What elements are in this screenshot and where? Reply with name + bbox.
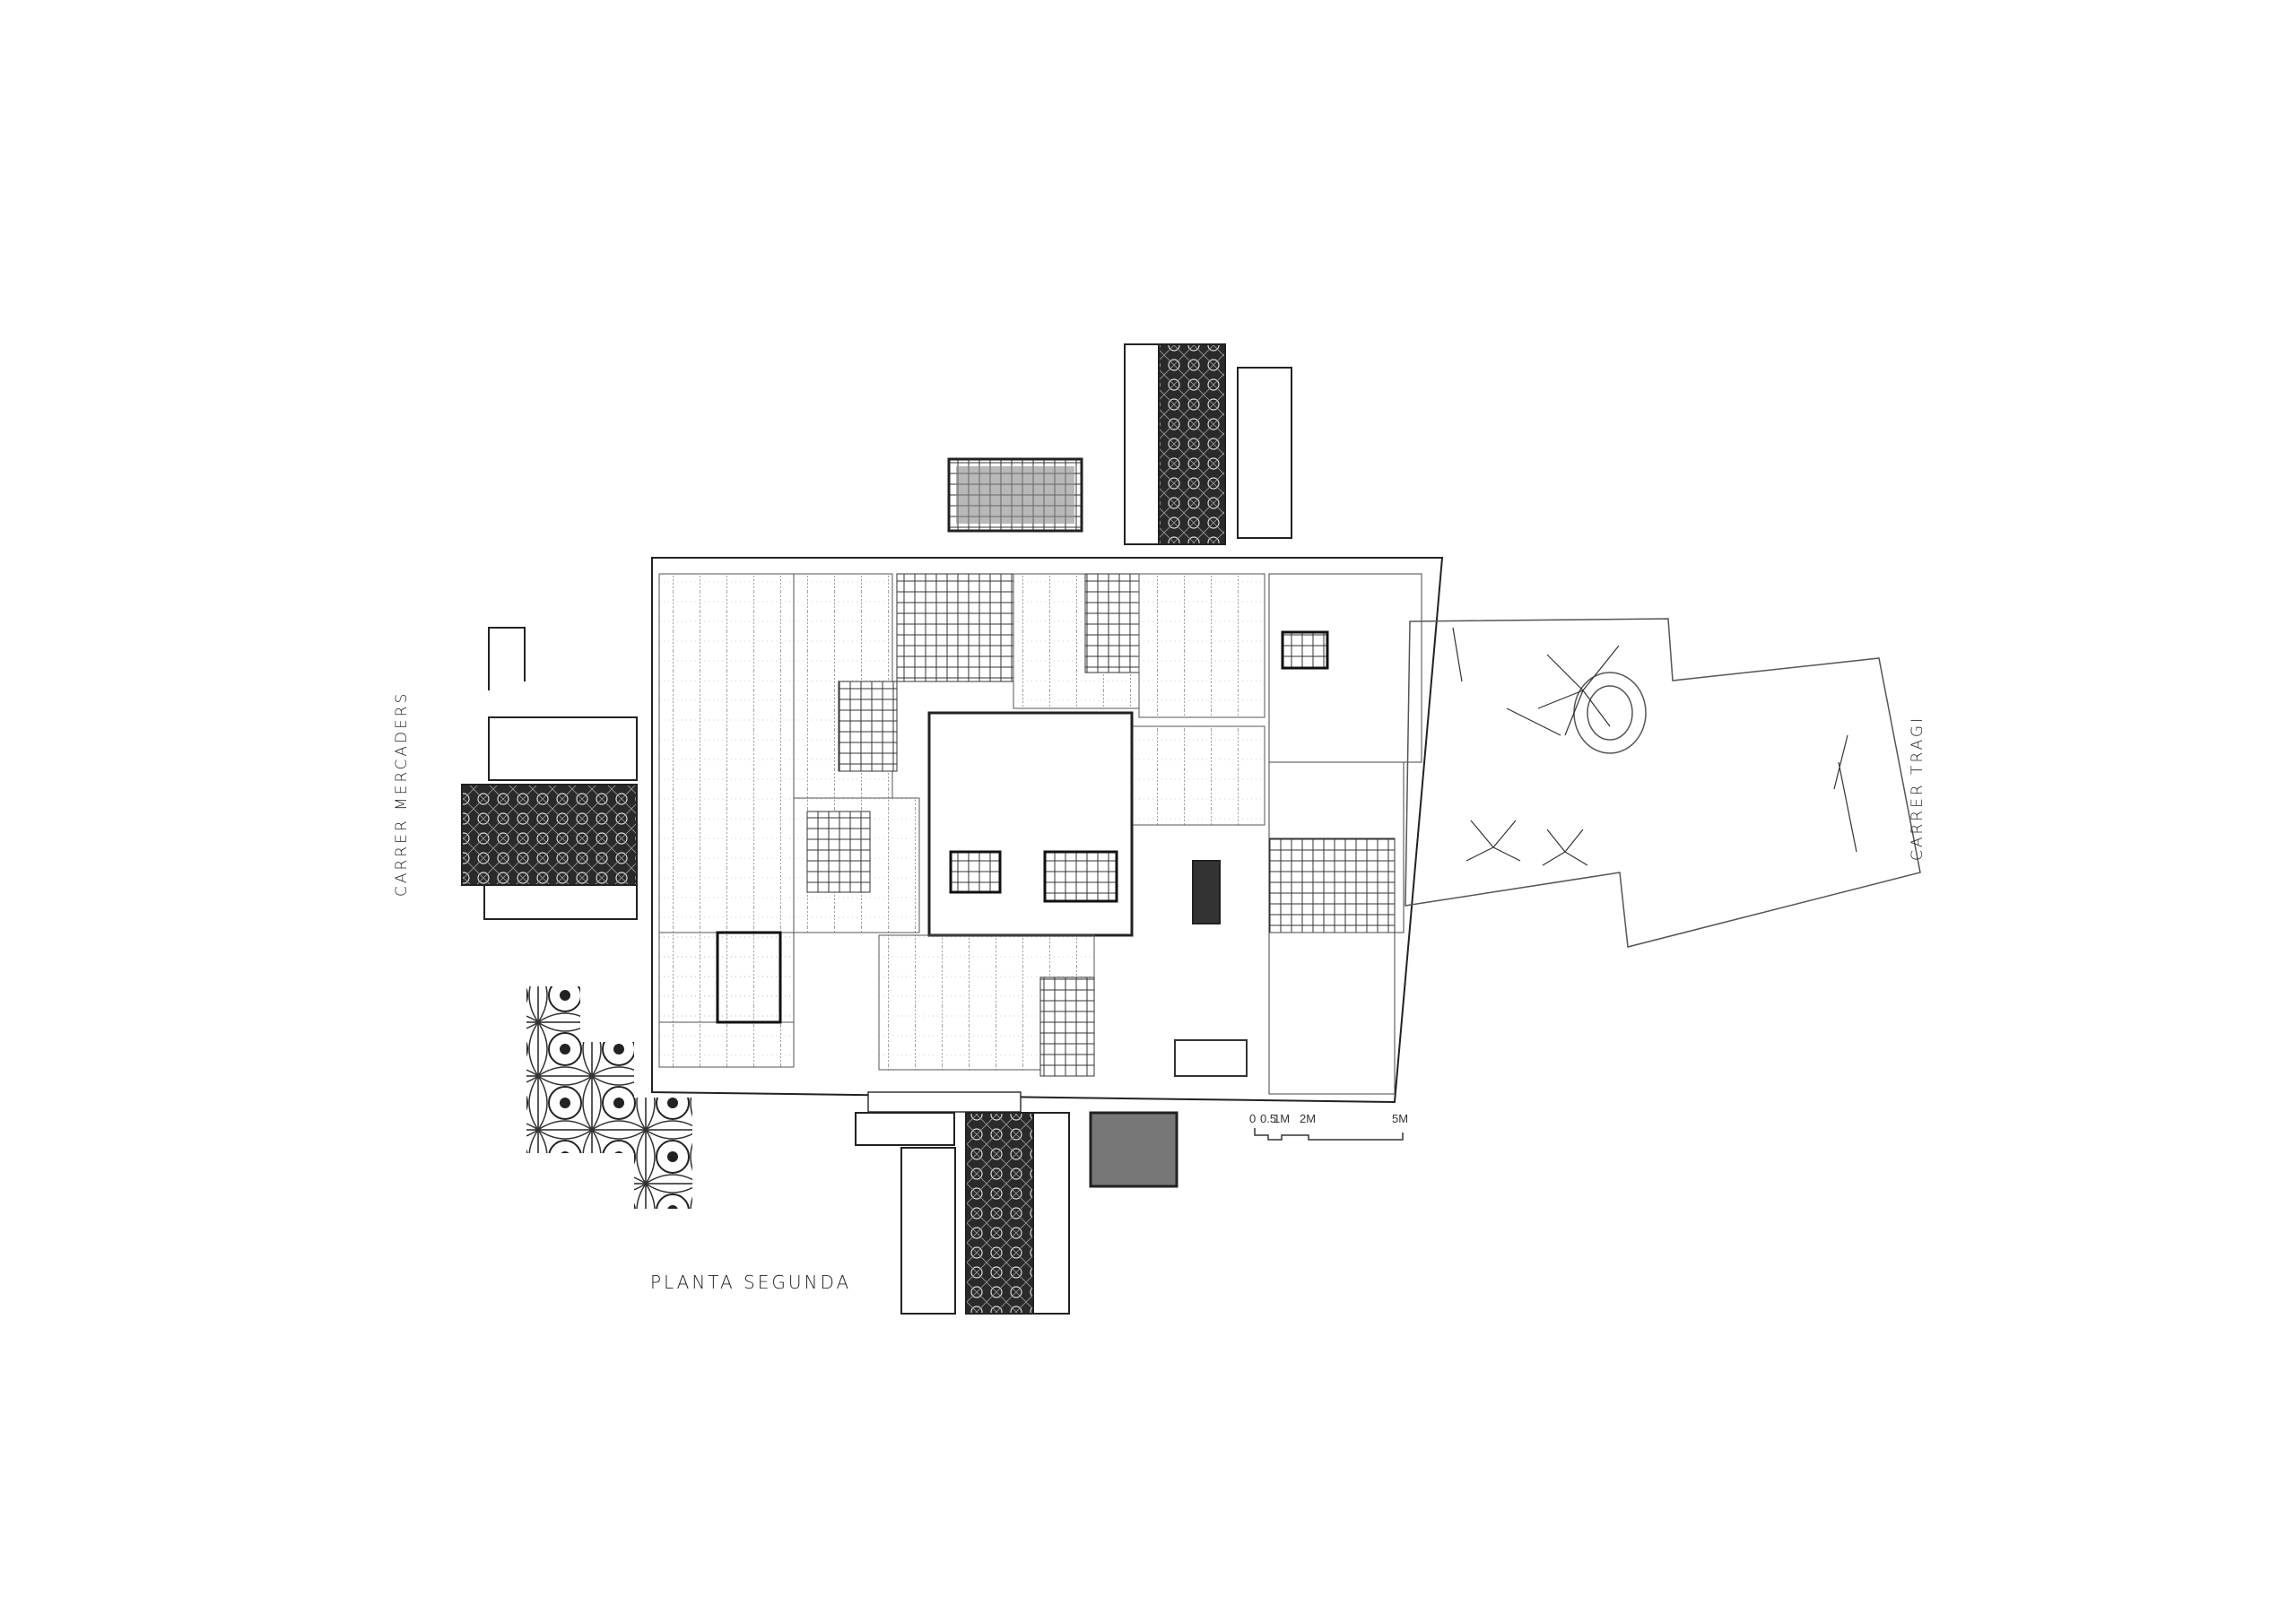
street-label-left: CARRER MERCADERS: [393, 690, 411, 897]
kitchen-counter: [483, 884, 638, 920]
pergola: [1268, 838, 1396, 933]
tile-sample: [526, 1042, 634, 1153]
room: [1268, 932, 1396, 1095]
bathroom: [838, 681, 898, 772]
tree-icons: [1452, 627, 1857, 866]
fountain-inner: [1587, 685, 1633, 741]
bath-detail: [900, 1147, 956, 1315]
tile-strip: [1158, 343, 1226, 545]
courtyard-skylight: [1043, 850, 1118, 903]
kitchen: [896, 573, 1014, 682]
tree-icon: [1542, 829, 1588, 866]
window-grid: [1281, 630, 1329, 670]
tile-sample: [634, 1098, 692, 1209]
kitchen-detail: [1032, 1112, 1070, 1315]
scale-tick-2m: 2M: [1300, 1112, 1317, 1125]
drawing-title: PLANTA SEGUNDA: [650, 1271, 852, 1293]
garden-outline: [1405, 618, 1921, 948]
main-building: [651, 557, 1444, 1113]
building-outline: [651, 557, 1444, 1104]
furniture: [1174, 1039, 1248, 1077]
bathroom-detail: [1237, 367, 1292, 539]
detail-bottom: [855, 1111, 1178, 1315]
scale-tick-0-5: 0.5: [1260, 1112, 1277, 1125]
plant-icon: [1452, 627, 1857, 853]
scale-tick-0: 0: [1249, 1112, 1257, 1125]
street-label-right: CARRER TRAGI: [1909, 715, 1926, 861]
furniture: [716, 931, 782, 1024]
bathroom: [806, 811, 871, 893]
room: [1129, 725, 1265, 826]
bath-detail: [488, 716, 638, 781]
tree-icon: [1537, 645, 1620, 736]
garden: [1405, 618, 1921, 948]
bathroom: [1084, 573, 1140, 673]
counter: [855, 1112, 955, 1146]
bathroom: [1039, 976, 1095, 1077]
tree-icon: [1465, 820, 1521, 862]
balcony: [867, 1091, 1022, 1113]
fountain: [1573, 672, 1647, 754]
scale-tick-5m: 5M: [1392, 1112, 1409, 1125]
scale-tick-1m: 1M: [1274, 1112, 1291, 1125]
courtyard-skylight: [949, 850, 1002, 894]
tile-samples: [526, 986, 692, 1209]
grid-fill: [956, 466, 1074, 524]
room: [1138, 573, 1265, 718]
room: [658, 932, 795, 1068]
tile-strip: [461, 784, 638, 886]
detail-top: [947, 343, 1292, 545]
wall-detail: [488, 627, 526, 690]
grid-detail: [1089, 1111, 1178, 1188]
stair-dark: [1192, 860, 1221, 924]
scale-bar: [1254, 1128, 1404, 1141]
detail-left: [461, 627, 638, 920]
tile-sample: [526, 986, 580, 1042]
tile-strip: [965, 1112, 1034, 1315]
scale-bar-line: [1254, 1128, 1404, 1141]
